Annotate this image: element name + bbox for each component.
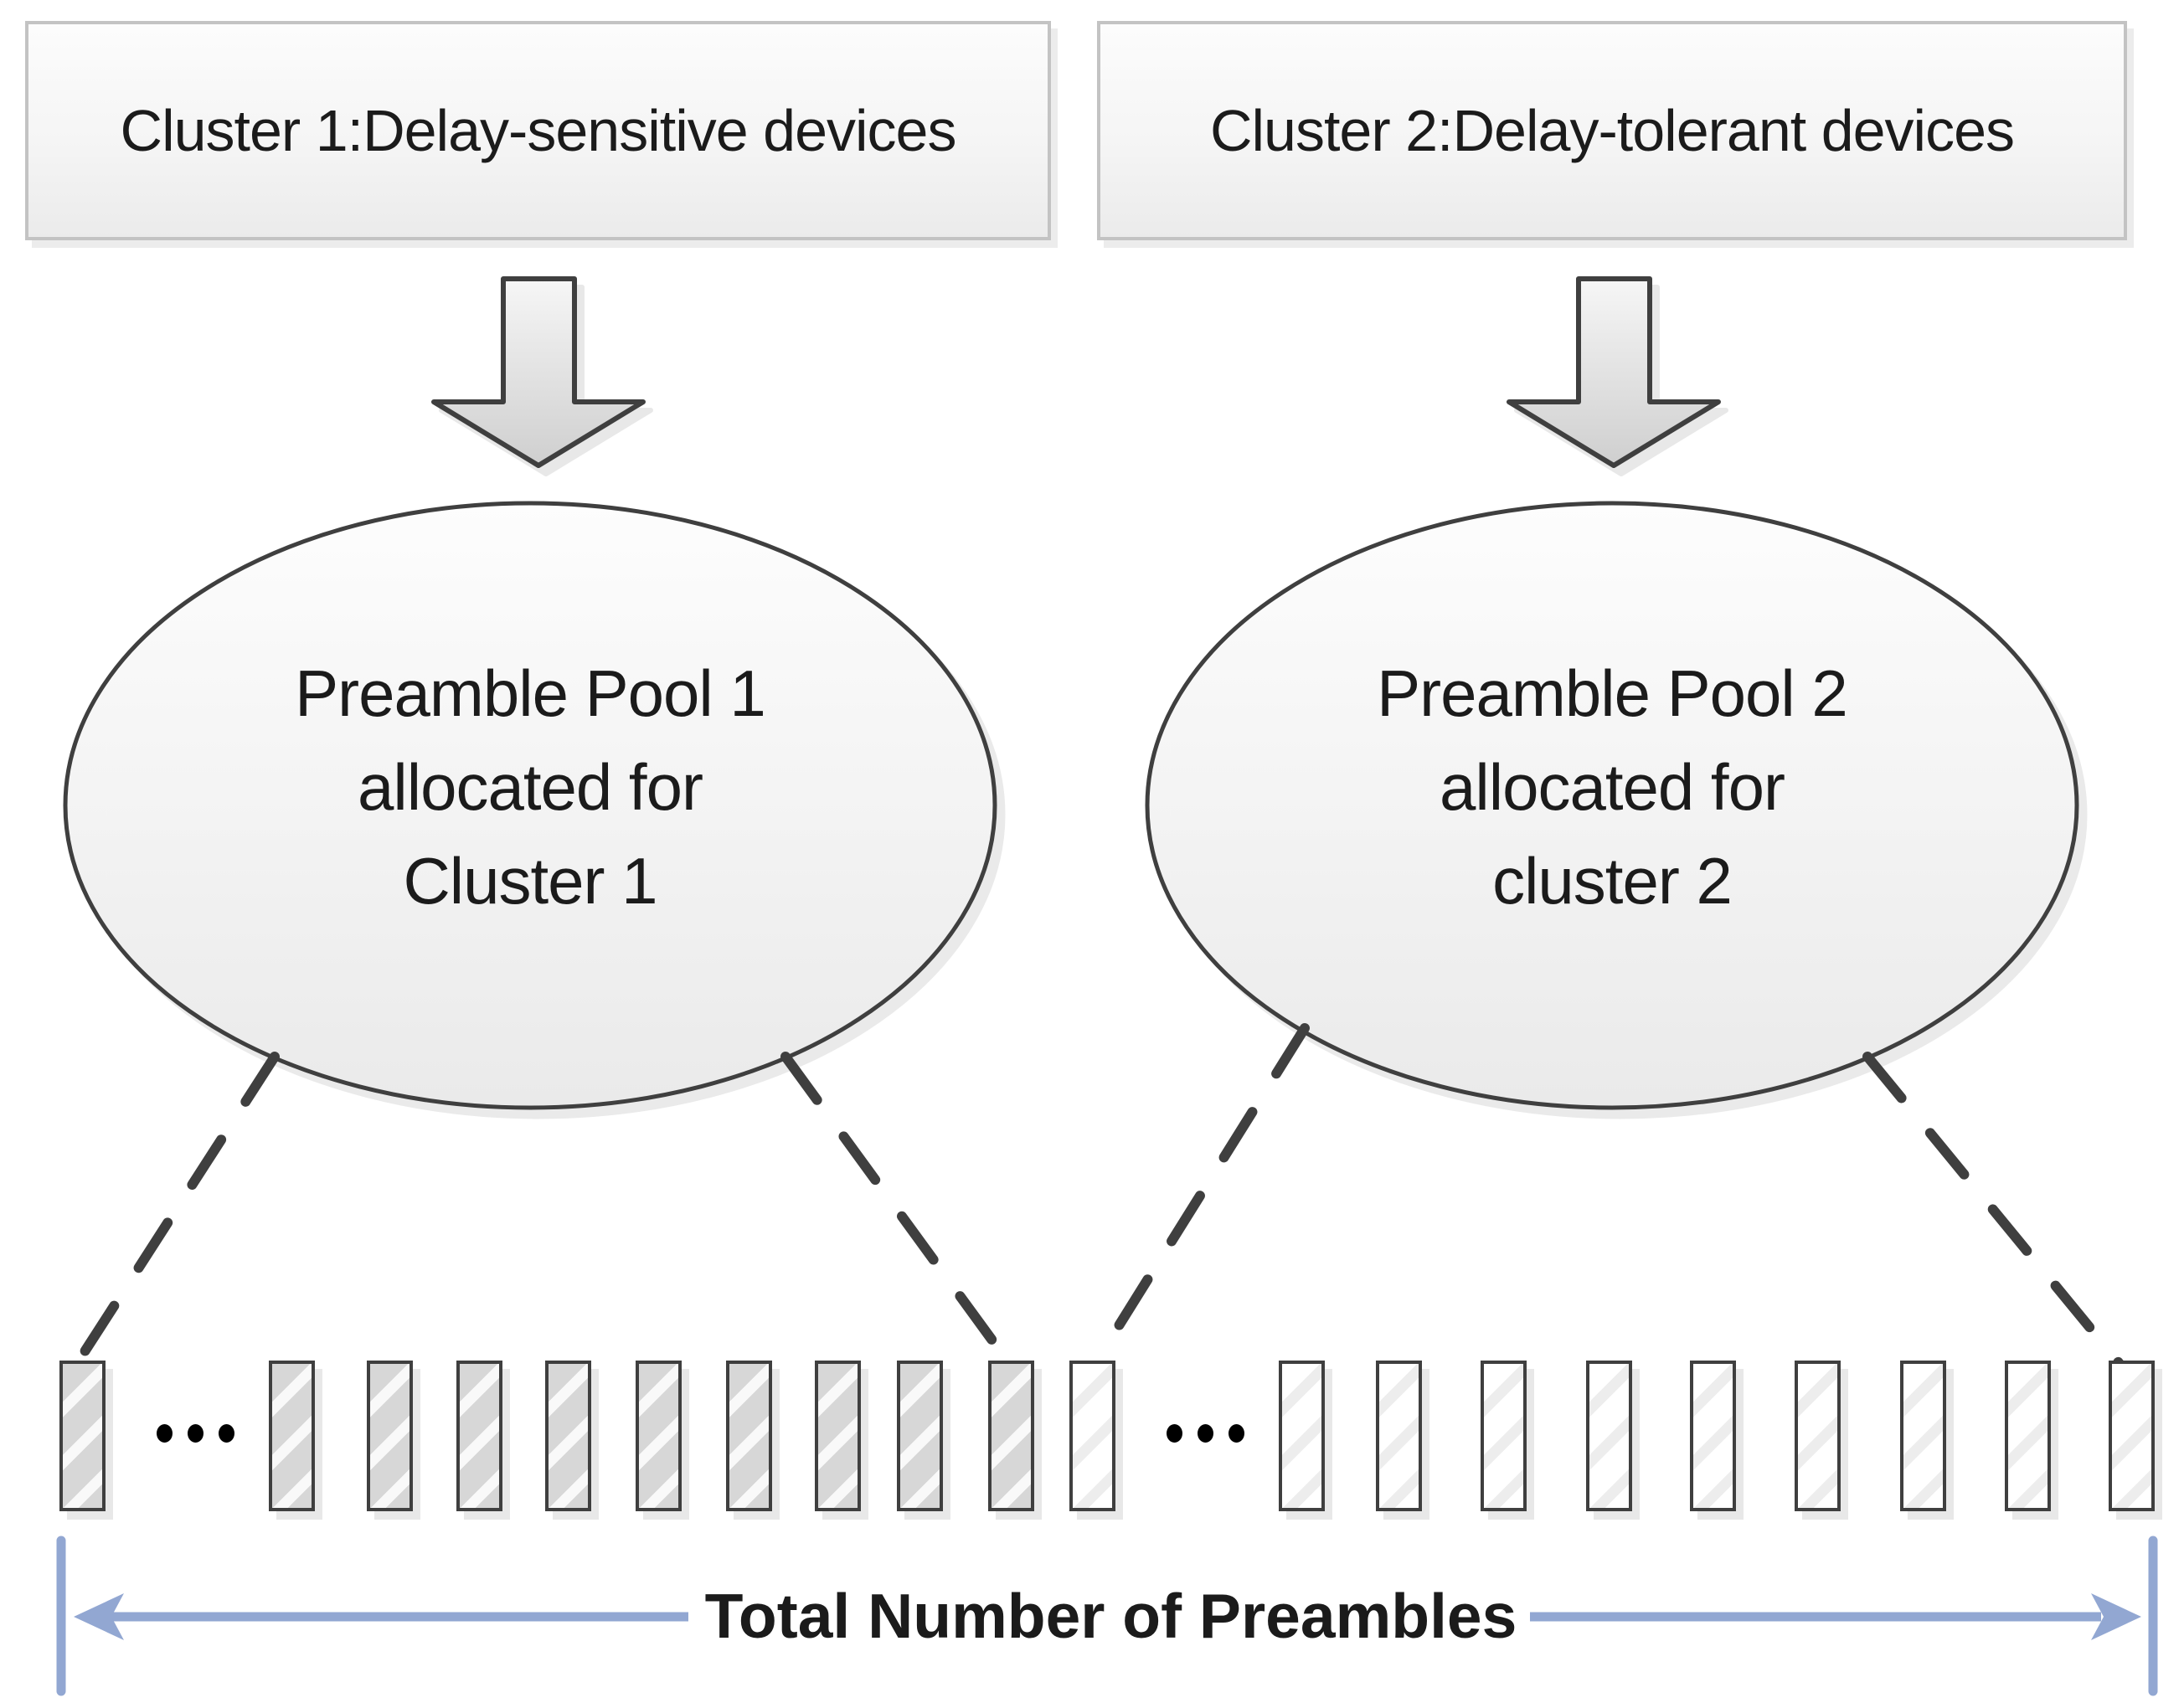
pool1-line2: allocated for	[358, 750, 703, 824]
measure-label: Total Number of Preambles	[704, 1581, 1517, 1651]
measure-arrowhead-right	[2091, 1593, 2141, 1640]
preamble-rect-pool1	[59, 1361, 106, 1511]
preamble-rect-pool1	[815, 1361, 861, 1511]
cluster1-title-box: Cluster 1:Delay-sensitive devices	[25, 21, 1051, 240]
ellipsis-dot-group2	[1228, 1424, 1244, 1443]
dashed-connector-pool2-right	[1862, 1052, 2125, 1370]
down-arrow-cluster2	[1507, 276, 1721, 468]
preamble-rect-pool2	[1900, 1361, 1946, 1511]
preamble-pool-2-label: Preamble Pool 2 allocated for cluster 2	[1235, 646, 1989, 928]
preamble-rect-pool1	[897, 1361, 943, 1511]
preamble-rect-pool2	[1376, 1361, 1422, 1511]
ellipsis-dot-group2	[1198, 1424, 1213, 1443]
cluster1-title-text: Cluster 1:Delay-sensitive devices	[120, 98, 957, 163]
preamble-pool-2-ellipse	[1145, 501, 2079, 1110]
dashed-connector-pool1-left	[79, 1052, 280, 1358]
preamble-pool-1-ellipse	[63, 501, 997, 1110]
measure-arrowhead-left	[74, 1593, 124, 1640]
pool2-line3: cluster 2	[1492, 844, 1733, 918]
measure-arrow	[56, 1536, 2158, 1696]
cluster2-title-box: Cluster 2:Delay-tolerant devices	[1097, 21, 2127, 240]
preamble-rect-pool2	[1481, 1361, 1527, 1511]
ellipsis-dot-group1	[219, 1424, 234, 1443]
preamble-rect-pool1	[988, 1361, 1034, 1511]
pool2-line2: allocated for	[1440, 750, 1785, 824]
preamble-rect-pool2	[2005, 1361, 2051, 1511]
preamble-rect-pool1	[726, 1361, 772, 1511]
ellipsis-dot-group1	[157, 1424, 173, 1443]
preamble-rect-pool2	[1279, 1361, 1325, 1511]
preamble-rect-pool2	[1586, 1361, 1632, 1511]
preamble-rect-pool1	[545, 1361, 591, 1511]
preamble-rect-pool2	[2109, 1361, 2155, 1511]
preamble-rect-pool2	[1795, 1361, 1841, 1511]
preamble-rect-pool2	[1690, 1361, 1736, 1511]
preamble-rect-pool1	[636, 1361, 682, 1511]
preamble-pool-1-label: Preamble Pool 1 allocated for Cluster 1	[153, 646, 907, 928]
ellipsis-dot-group1	[188, 1424, 203, 1443]
pool1-line3: Cluster 1	[403, 844, 657, 918]
preamble-rect-pool1	[269, 1361, 315, 1511]
pool2-line1: Preamble Pool 2	[1377, 656, 1848, 730]
dashed-connector-pool1-right	[780, 1052, 1004, 1355]
dashed-connector-pool2-left	[1092, 1023, 1310, 1366]
preamble-rect-pool1	[456, 1361, 502, 1511]
pool1-line1: Preamble Pool 1	[295, 656, 766, 730]
down-arrow-cluster1	[431, 276, 646, 468]
cluster2-title-text: Cluster 2:Delay-tolerant devices	[1209, 98, 2015, 163]
preamble-rect-pool1	[367, 1361, 413, 1511]
preamble-rect-pool2	[1069, 1361, 1115, 1511]
ellipsis-dot-group2	[1167, 1424, 1182, 1443]
